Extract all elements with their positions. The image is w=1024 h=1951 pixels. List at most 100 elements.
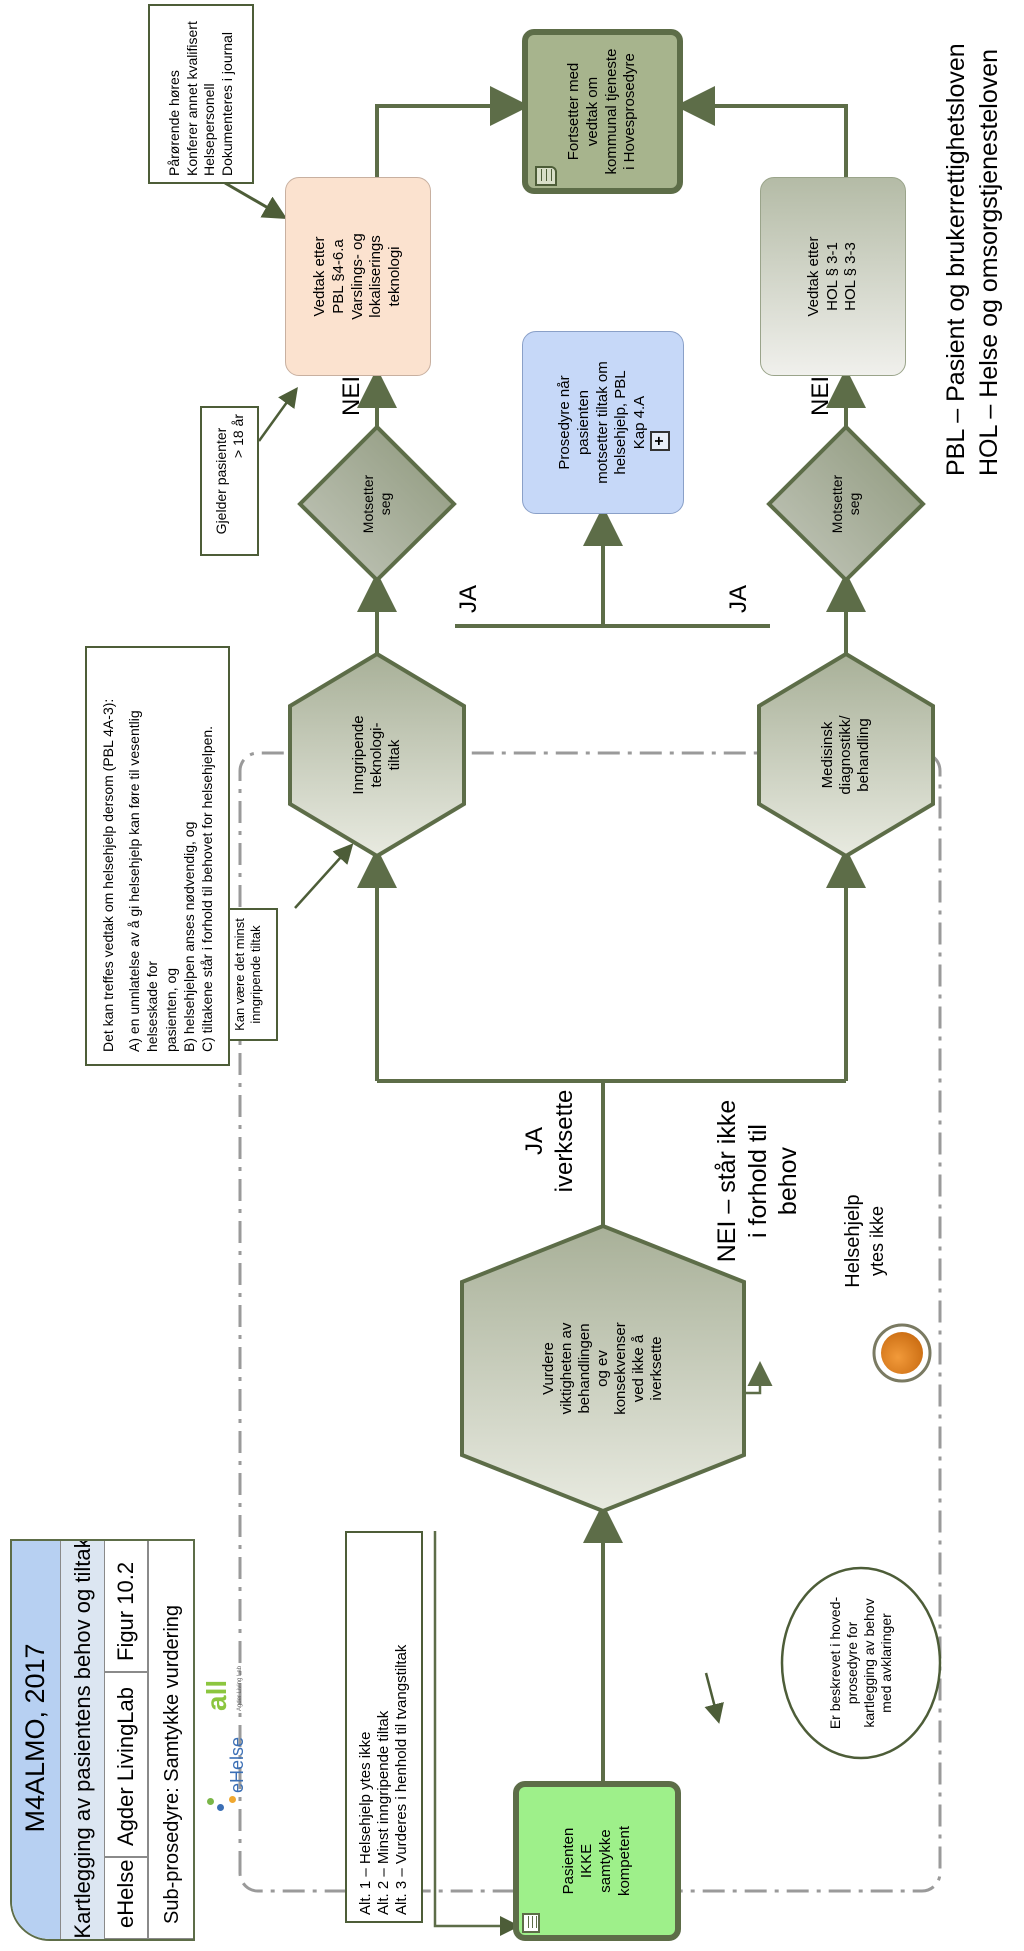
nei-behov-line-3: behov	[774, 1146, 802, 1216]
conditions-line-1: Det kan treffes vedtak om helsehjelp der…	[99, 698, 116, 1052]
helsehjelp-line-1: Helsehjelp	[842, 1194, 865, 1288]
assess-line-3: behandlingen	[576, 1323, 593, 1414]
assess-line-4: og ev	[594, 1350, 611, 1387]
diamond-top: Motsetter seg	[340, 454, 414, 554]
ehelse-logo: eHelse	[205, 1731, 265, 1811]
diamond-top-line-1: Motsetter	[360, 474, 377, 534]
conditions-line-5: B) helsehjelpen anses nødvendig, og	[180, 821, 197, 1052]
age-note-line-1: Gjelder pasienter	[212, 427, 229, 535]
hex-bottom-line-1: Medisinsk	[819, 721, 836, 789]
decision-hol-box: Vedtak etter HOL § 3-1 HOL § 3-3	[760, 177, 906, 376]
document-icon-line	[536, 1916, 537, 1928]
ellipse-note: Er beskrevet i hoved- prosedyre for kart…	[782, 1568, 940, 1758]
procedure-line-4: helsehjelp, PBL	[612, 370, 630, 475]
helsehjelp-label: Helsehjelp ytes ikke	[830, 1171, 900, 1311]
endpoint-dot	[881, 1332, 923, 1374]
conditions-line-3: A) en unnlatelse av å gi helsehjelp kan …	[126, 710, 161, 1052]
requirements-line-1: Pårørende høres	[166, 70, 182, 176]
final-line-4: i Hovesprosedyre	[621, 53, 639, 170]
diamond-bottom-line-2: seg	[846, 492, 862, 516]
ellipse-note-line-2: prosedyre for	[844, 1621, 861, 1705]
ja-label-top: JA	[455, 584, 482, 613]
diamond-top-line-2: seg	[377, 492, 393, 516]
start-line-3: samtykke	[597, 1829, 614, 1893]
procedure-line-3: motsetter tiltak om	[593, 361, 611, 484]
decision-pbl-line-5: teknologi	[386, 246, 404, 307]
ellipse-note-line-4: med avklaringer	[877, 1613, 894, 1713]
nei-label-bottom: NEI	[807, 375, 834, 416]
ehelse-logo-text: eHelse	[227, 1736, 247, 1793]
document-icon-line	[528, 1916, 529, 1928]
all-logo: all Agder Living Lab	[195, 1631, 275, 1711]
procedure-line-5: Kap 4.A	[631, 395, 649, 450]
helsehjelp-line-2: ytes ikke	[867, 1205, 888, 1277]
assess-hexagon-shape	[460, 1223, 746, 1514]
alternative-3: Alt. 3 – Vurderes i henhold til tvangsti…	[393, 1644, 410, 1915]
alternative-2: Alt. 2 – Minst inngripende tiltak	[375, 1710, 392, 1915]
logo-dot-orange	[229, 1796, 236, 1803]
alternative-1: Alt. 1 – Helsehjelp ytes ikke	[357, 1731, 374, 1915]
final-line-3: kommunal tjeneste	[602, 48, 620, 175]
min-note-line-2: inngripende tiltak	[248, 925, 263, 1024]
ja-iverksette-line-1: JA	[521, 1127, 548, 1156]
logo-dot-blue	[217, 1804, 224, 1811]
procedure-box[interactable]: Prosedyre når pasienten motsetter tiltak…	[522, 331, 684, 514]
arrow-age-note	[257, 386, 298, 442]
decision-pbl-line-3: Varslings- og	[348, 233, 366, 320]
conditions-line-4: pasienten, og	[162, 967, 179, 1052]
hex-top-line-1: Inngripende	[350, 715, 367, 795]
nei-behov-label: NEI – står ikke i forhold til behov	[712, 1076, 804, 1286]
nei-behov-line-2: i forhold til	[743, 1124, 772, 1238]
document-icon	[522, 1913, 540, 1933]
document-icon	[535, 166, 557, 186]
hex-bottom-line-3: behandling	[855, 718, 872, 792]
start-line-4: kompetent	[615, 1825, 633, 1897]
assess-line-6: ved ikke å	[630, 1334, 647, 1403]
decision-hol-line-1: Vedtak etter	[804, 236, 822, 317]
conditions-note: Det kan treffes vedtak om helsehjelp der…	[85, 646, 230, 1066]
title-main: M4ALMO, 2017	[12, 1539, 60, 1939]
decision-pbl-line-1: Vedtak etter	[311, 236, 329, 317]
document-icon-line	[551, 169, 552, 181]
final-line-1: Fortsetter med	[565, 62, 582, 161]
diamond-bottom-shape	[766, 424, 926, 583]
ja-iverksette-label: JA iverksette	[520, 1076, 580, 1206]
assess-line-7: iverksette	[648, 1336, 665, 1401]
plus-icon[interactable]: +	[650, 431, 670, 451]
requirements-line-3: Helsepersonell	[201, 83, 217, 176]
hex-bottom-shape	[757, 651, 935, 859]
conditions-line-6: C) tiltakene står i forhold til behovet …	[198, 725, 215, 1052]
decision-hol-line-2: HOL § 3-1	[823, 242, 841, 311]
ja-iverksette-line-2: iverksette	[551, 1089, 578, 1193]
requirements-note: Pårørende høres Konferer annet kvalifise…	[148, 4, 254, 184]
title-block: M4ALMO, 2017 Kartlegging av pasientens b…	[10, 1539, 195, 1941]
ja-label-bottom: JA	[725, 584, 752, 613]
lab-cell: Agder LivingLab	[104, 1672, 148, 1857]
hex-top: Inngripende teknologi- tiltak	[300, 689, 454, 821]
legend: PBL – Pasient og brukerrettighetsloven H…	[940, 6, 1005, 476]
ellipse-note-shape	[780, 1566, 942, 1760]
assess-line-5: konsekvenser	[612, 1322, 629, 1415]
diamond-top-shape	[297, 424, 457, 583]
arrow-requirements-note	[224, 181, 288, 220]
arrow-alternatives-to-start	[433, 1531, 520, 1936]
age-note: Gjelder pasienter > 18 år	[200, 406, 259, 556]
requirements-line-4: Dokumenteres i journal	[218, 32, 235, 176]
start-line-2: IKKE	[578, 1843, 596, 1879]
all-logo-text: all	[201, 1679, 232, 1711]
assess-line-1: Vurdere	[540, 1342, 557, 1395]
requirements-line-2: Konferer annet kvalifisert	[183, 21, 200, 176]
logo-dot-green	[207, 1798, 214, 1805]
decision-pbl-line-2: PBL §4-6.a	[329, 239, 347, 314]
document-icon-line	[541, 169, 542, 181]
decision-pbl-box: Vedtak etter PBL §4-6.a Varslings- og lo…	[285, 177, 431, 376]
all-logo-sub: Agder Living Lab	[237, 1665, 243, 1711]
diamond-bottom-line-1: Motsetter	[829, 474, 846, 534]
nei-label-top: NEI	[338, 375, 365, 416]
figure-cell: Figur 10.2	[104, 1539, 148, 1672]
legend-pbl: PBL – Pasient og brukerrettighetsloven	[942, 43, 970, 476]
age-note-line-2: > 18 år	[229, 414, 246, 458]
arrow-note-to-start	[704, 1672, 724, 1724]
